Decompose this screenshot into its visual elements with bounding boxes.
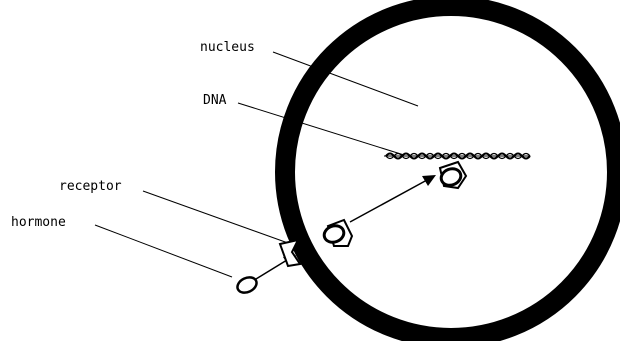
- receptor-label: receptor: [59, 179, 122, 194]
- hormone-label: hormone: [11, 215, 66, 230]
- receptor-leader-line: [143, 191, 288, 243]
- dna-strand: [384, 154, 530, 159]
- hormone-leader-line: [95, 225, 232, 277]
- arrow-complex-to-dna: [350, 175, 436, 222]
- nucleus-label: nucleus: [200, 40, 255, 55]
- hormone-receptor-complex: [322, 220, 352, 246]
- dna-label: DNA: [203, 93, 227, 108]
- hormone-molecule: [235, 274, 259, 295]
- dna-bound-complex: [439, 162, 466, 188]
- dna-leader-line: [238, 103, 404, 155]
